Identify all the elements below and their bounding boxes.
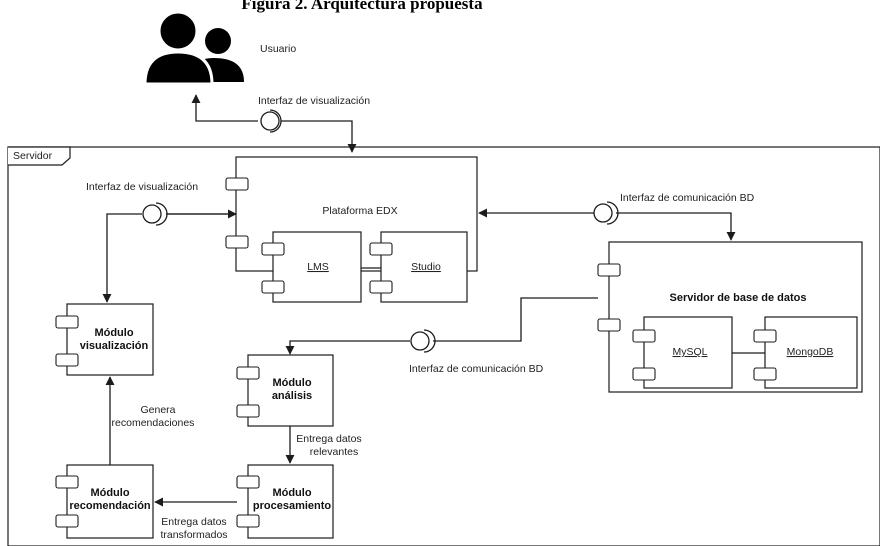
interface-vis-left-label: Interfaz de visualización — [86, 181, 198, 193]
component-recomendacion-line2: recomendación — [69, 500, 151, 512]
component-procesamiento-line2: procesamiento — [253, 500, 332, 512]
interface-vis-top-label: Interfaz de visualización — [258, 95, 370, 107]
component-edx-label: Plataforma EDX — [322, 205, 397, 217]
server-frame: Servidor — [7, 146, 880, 546]
server-frame-label: Servidor — [13, 150, 53, 162]
interface-com-bd-mid-label: Interfaz de comunicación BD — [409, 363, 544, 375]
component-lms[interactable]: LMS — [261, 231, 362, 303]
interface-com-bd-mid — [410, 329, 436, 353]
component-mongodb[interactable]: MongoDB — [753, 316, 858, 389]
interface-com-bd-top — [593, 201, 619, 225]
component-procesamiento[interactable]: Módulo procesamiento — [236, 464, 334, 539]
interface-vis-left — [142, 202, 168, 226]
interface-vis-top — [260, 109, 282, 133]
edge-relevantes-line1: Entrega datos — [296, 433, 361, 445]
component-studio-label: Studio — [411, 261, 441, 273]
component-analisis[interactable]: Módulo análisis — [236, 354, 334, 427]
figure-title: Figura 2. Arquitectura propuesta — [241, 0, 483, 13]
component-visualizacion-line1: Módulo — [94, 327, 133, 339]
component-mysql[interactable]: MySQL — [632, 316, 733, 389]
component-analisis-line1: Módulo — [272, 377, 311, 389]
edge-transformados-line1: Entrega datos — [161, 516, 226, 528]
edge-transformados-line2: transformados — [160, 529, 227, 541]
edge-relevantes-line2: relevantes — [310, 446, 358, 458]
component-recomendacion[interactable]: Módulo recomendación — [55, 464, 154, 539]
component-recomendacion-line1: Módulo — [90, 487, 129, 499]
component-procesamiento-line1: Módulo — [272, 487, 311, 499]
component-mongodb-label: MongoDB — [787, 346, 834, 358]
users-icon — [143, 10, 244, 86]
component-visualizacion-line2: visualización — [80, 340, 149, 352]
edge-genera-line1: Genera — [140, 404, 175, 416]
component-lms-label: LMS — [307, 261, 329, 273]
component-mysql-label: MySQL — [672, 346, 707, 358]
edge-genera-line2: recomendaciones — [112, 417, 195, 429]
component-studio[interactable]: Studio — [369, 231, 468, 303]
component-db-server-label: Servidor de base de datos — [670, 292, 807, 304]
actor-label: Usuario — [260, 43, 296, 55]
component-analisis-line2: análisis — [272, 390, 312, 402]
component-visualizacion[interactable]: Módulo visualización — [55, 303, 154, 376]
interface-com-bd-top-label: Interfaz de comunicación BD — [620, 192, 755, 204]
